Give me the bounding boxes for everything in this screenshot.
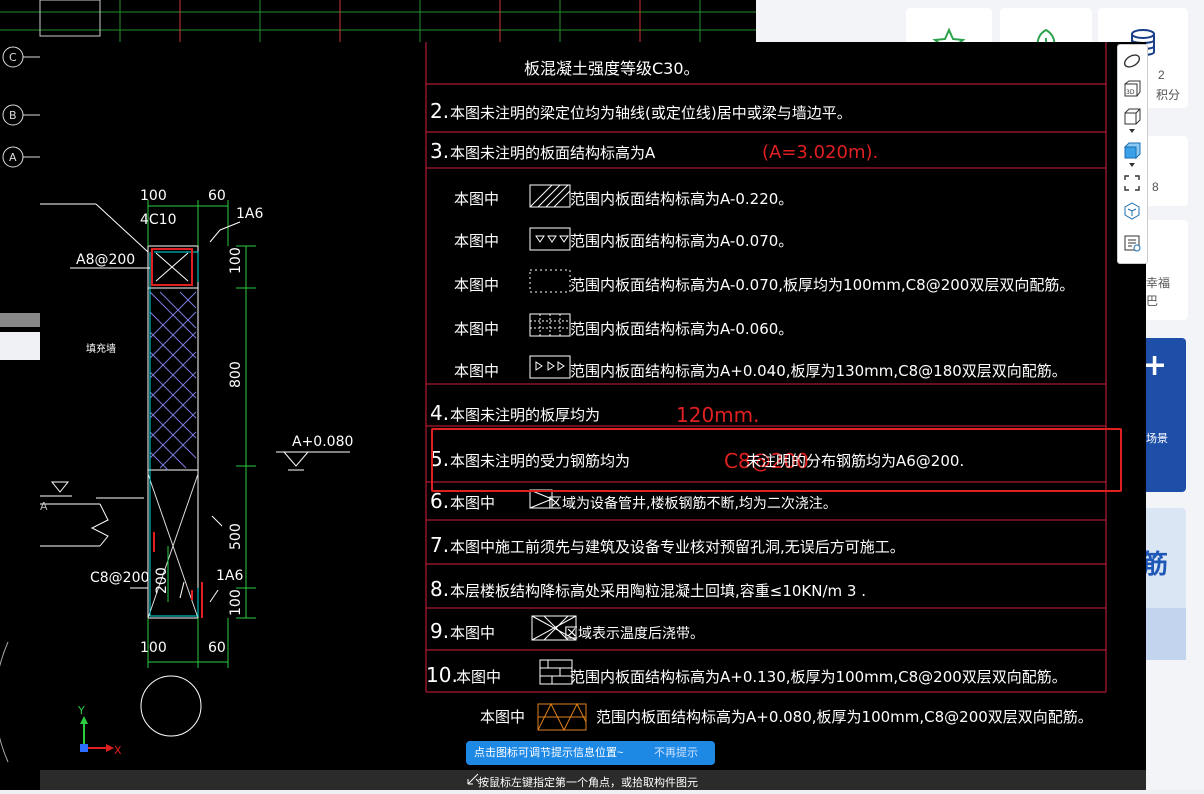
note-4-red: 120mm. bbox=[676, 403, 760, 427]
note-3e-prefix: 本图中 bbox=[454, 362, 499, 380]
dim-200: 200 bbox=[154, 567, 170, 594]
dim-100-side: 100 bbox=[228, 247, 244, 274]
note-3a-prefix: 本图中 bbox=[454, 190, 499, 208]
axis-mark-a: A bbox=[9, 151, 17, 164]
note-3b-prefix: 本图中 bbox=[454, 232, 499, 250]
label-c8-200: C8@200 bbox=[90, 570, 149, 586]
dim-100-bot: 100 bbox=[140, 640, 167, 656]
label-a: A bbox=[40, 500, 48, 513]
note-6b: 区域为设备管井,楼板钢筋不断,均为二次浇注。 bbox=[548, 495, 837, 512]
note-3a: 范围内板面结构标高为A-0.220。 bbox=[570, 190, 793, 208]
dim-100-side2: 100 bbox=[228, 589, 244, 616]
hint-message: 点击图标可调节提示信息位置~ bbox=[474, 747, 624, 759]
note-3c: 范围内板面结构标高为A-0.070,板厚均为100mm,C8@200双层双向配筋… bbox=[570, 276, 1074, 294]
cube-outline-icon[interactable] bbox=[1122, 107, 1142, 127]
note-5-num: 5. bbox=[430, 447, 449, 471]
label-4c10: 4C10 bbox=[140, 212, 177, 228]
chevron-down-icon-2[interactable] bbox=[1122, 161, 1142, 169]
note-10-num: 10. bbox=[426, 663, 458, 687]
view-toolbar: 3D bbox=[1117, 44, 1148, 264]
dim-500: 500 bbox=[228, 523, 244, 550]
note-11-prefix: 本图中 bbox=[480, 708, 525, 726]
cube-solid-icon[interactable] bbox=[1122, 141, 1142, 161]
cad-top-strip bbox=[0, 0, 756, 42]
axis-y-label: Y bbox=[77, 704, 85, 717]
label-elev: A+0.080 bbox=[292, 434, 353, 450]
note-10: 本图中 bbox=[456, 668, 501, 686]
note-3d-prefix: 本图中 bbox=[454, 320, 499, 338]
label-1a6-bot: 1A6 bbox=[216, 568, 243, 584]
note-9: 本图中 bbox=[450, 624, 495, 642]
points-label: 积分 bbox=[1156, 88, 1181, 102]
note-3e: 范围内板面结构标高为A+0.040,板厚为130mm,C8@180双层双向配筋。 bbox=[570, 362, 1067, 380]
box-view-icon[interactable] bbox=[1122, 201, 1142, 221]
axis-x-label: X bbox=[114, 744, 122, 757]
ellipse-icon[interactable] bbox=[1122, 51, 1142, 71]
ucs-axis-icon: Y X bbox=[77, 704, 122, 757]
pick-cursor-icon bbox=[467, 773, 480, 785]
side-text-ba: 巴 bbox=[1146, 294, 1159, 308]
note-2: 本图未注明的梁定位均为轴线(或定位线)居中或梁与墙边平。 bbox=[450, 104, 852, 122]
note-6-num: 6. bbox=[430, 489, 449, 513]
note-8-num: 8. bbox=[430, 577, 449, 601]
note-11: 范围内板面结构标高为A+0.080,板厚为100mm,C8@200双层双向配筋。 bbox=[596, 708, 1093, 726]
note-3d: 范围内板面结构标高为A-0.060。 bbox=[570, 320, 793, 338]
banner-text-jin: 筋 bbox=[1142, 550, 1169, 580]
dim-100-top: 100 bbox=[140, 188, 167, 204]
dim-60-top: 60 bbox=[208, 188, 226, 204]
note-7-num: 7. bbox=[430, 533, 449, 557]
hint-tooltip: 点击图标可调节提示信息位置~ 不再提示 bbox=[466, 741, 715, 765]
axis-mark-b: B bbox=[9, 109, 17, 122]
side-count-8: 8 bbox=[1152, 180, 1159, 194]
note-1: 板混凝土强度等级C30。 bbox=[524, 59, 700, 78]
note-3: 本图未注明的板面结构标高为A bbox=[450, 144, 656, 162]
label-a8-200: A8@200 bbox=[76, 252, 135, 268]
command-prompt: 按鼠标左键指定第一个角点，或拾取构件图元 bbox=[478, 777, 698, 789]
axis-markers: C B A bbox=[2, 46, 40, 168]
note-5-red: C8@200 bbox=[724, 449, 809, 473]
chevron-down-icon[interactable] bbox=[1122, 127, 1142, 135]
list-view-icon[interactable] bbox=[1122, 233, 1142, 253]
dont-show-again-link[interactable]: 不再提示 bbox=[654, 747, 698, 759]
note-8: 本层楼板结构降标高处采用陶粒混凝土回填,容重≤10KN/m 3 . bbox=[450, 582, 866, 600]
note-3c-prefix: 本图中 bbox=[454, 276, 499, 294]
db-count: 2 bbox=[1158, 68, 1165, 82]
dim-800: 800 bbox=[228, 361, 244, 388]
label-1a6-top: 1A6 bbox=[236, 206, 263, 222]
note-6: 本图中 bbox=[450, 494, 495, 512]
svg-text:3D: 3D bbox=[1126, 89, 1135, 96]
note-7: 本图中施工前须先与建筑及设备专业核对预留孔洞,无误后方可施工。 bbox=[450, 538, 905, 556]
note-4-num: 4. bbox=[430, 401, 449, 425]
note-9b: 区域表示温度后浇带。 bbox=[564, 626, 704, 642]
plus-icon: + bbox=[1142, 348, 1168, 383]
note-3-num: 3. bbox=[430, 139, 449, 163]
axis-mark-c: C bbox=[9, 51, 17, 64]
note-10b: 范围内板面结构标高为A+0.130,板厚为100mm,C8@200双层双向配筋。 bbox=[570, 668, 1067, 686]
cad-left-strip bbox=[0, 42, 40, 790]
note-5-overlay: 未注明的分布钢筋均为A6@200. bbox=[746, 452, 964, 470]
note-4: 本图未注明的板厚均为 bbox=[450, 406, 600, 424]
selection-highlight bbox=[431, 428, 1122, 492]
note-9-num: 9. bbox=[430, 619, 449, 643]
note-3-red: (A=3.020m). bbox=[762, 142, 878, 163]
command-status-bar bbox=[40, 770, 1146, 790]
scene-label: 场景 bbox=[1146, 432, 1168, 445]
note-2-num: 2. bbox=[430, 99, 449, 123]
note-3b: 范围内板面结构标高为A-0.070。 bbox=[570, 232, 793, 250]
select-frame-icon[interactable] bbox=[1122, 173, 1142, 193]
side-text-fu: 幸福 bbox=[1146, 276, 1171, 290]
label-wall: 填充墙 bbox=[86, 342, 116, 355]
cad-canvas[interactable]: 板混凝土强度等级C30。 2. 本图未注明的梁定位均为轴线(或定位线)居中或梁与… bbox=[40, 42, 1146, 790]
dim-60-bot: 60 bbox=[208, 640, 226, 656]
note-5: 本图未注明的受力钢筋均为 bbox=[450, 452, 630, 470]
3d-icon[interactable]: 3D bbox=[1122, 79, 1142, 99]
